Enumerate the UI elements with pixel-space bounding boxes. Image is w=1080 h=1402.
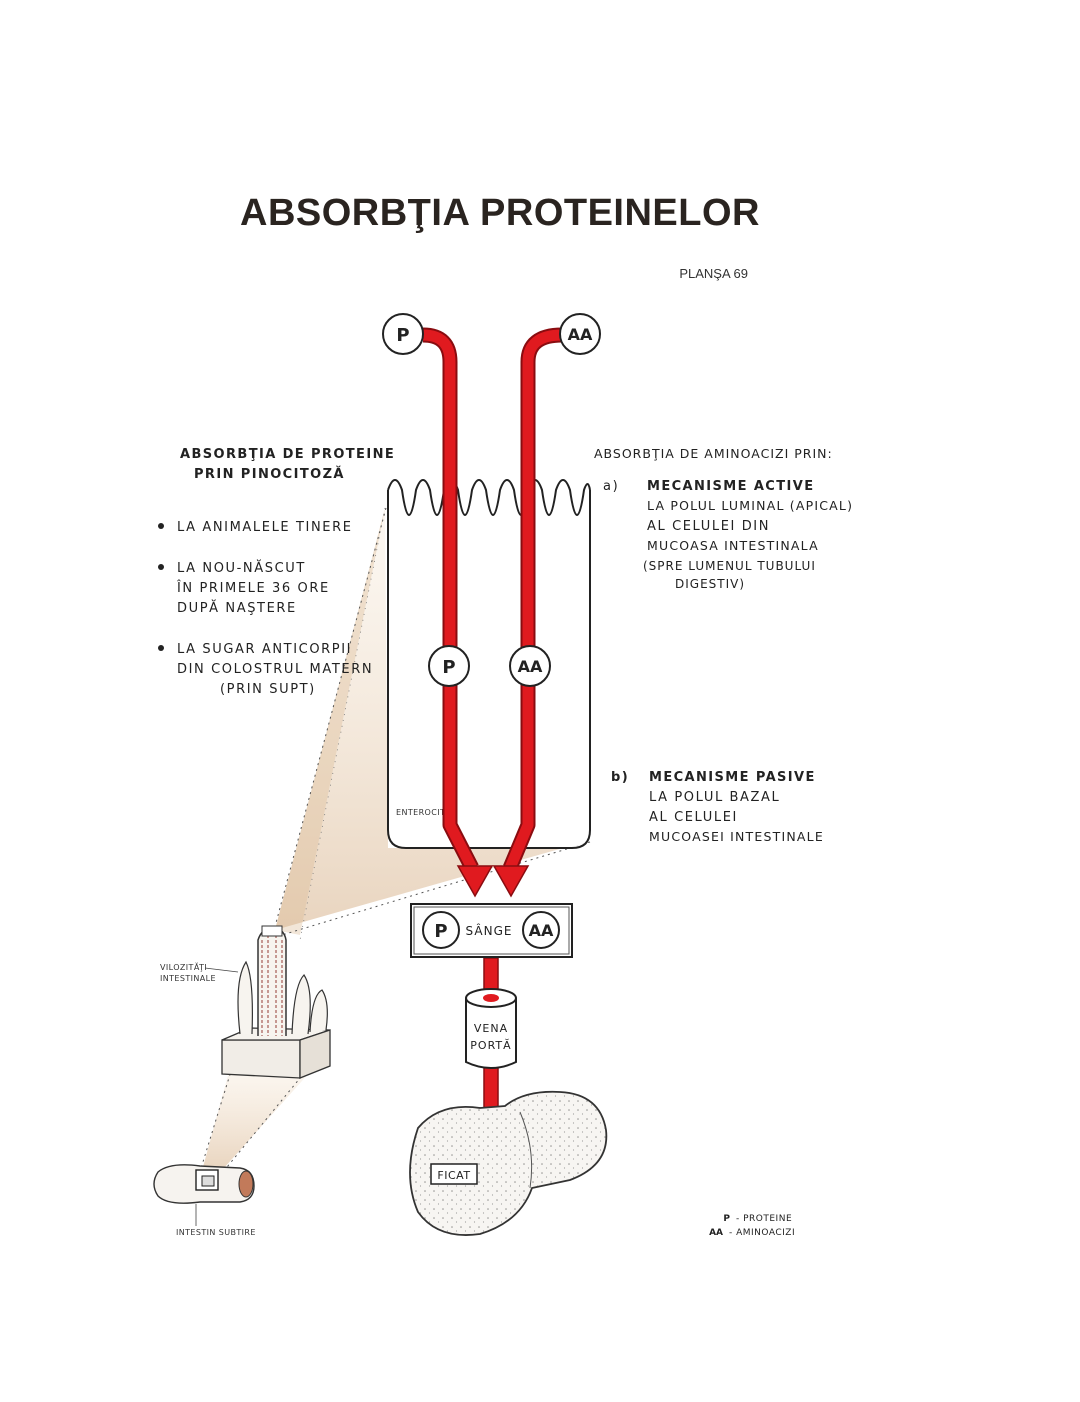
mechanism-b-line3: MUCOASEI INTESTINALE	[649, 829, 824, 844]
protein-marker-top: P	[382, 313, 424, 355]
vena-label-1: VENA	[474, 1022, 508, 1035]
aminoacid-flow-path	[492, 327, 563, 898]
mechanism-b-line1: LA POLUL BAZAL	[649, 790, 780, 805]
sange-label: SÂNGE	[466, 923, 513, 938]
legend-text-p: - PROTEINE	[736, 1214, 792, 1224]
ficat-label: FICAT	[437, 1169, 470, 1182]
mechanism-a-line4: (SPRE LUMENUL TUBULUI	[643, 559, 816, 573]
left-heading-line1: ABSORBŢIA DE PROTEINE	[180, 447, 395, 462]
protein-marker-mid-label: P	[442, 657, 455, 678]
aminoacid-arrow-head	[492, 865, 530, 898]
bullet-3-line2: DIN COLOSTRUL MATERN	[177, 662, 373, 677]
mechanism-b-marker: b)	[611, 770, 629, 785]
mechanism-a-marker: a)	[603, 479, 619, 494]
mechanism-a-line3: MUCOASA INTESTINALA	[647, 538, 819, 553]
vilozitati-label-1: VILOZITĂŢI	[160, 961, 207, 972]
bullet-1-line1: LA ANIMALELE TINERE	[177, 520, 353, 535]
bullet-dot	[158, 645, 164, 651]
mechanism-a-title: MECANISME ACTIVE	[647, 479, 815, 494]
portal-vein: VENA PORTĂ	[465, 988, 517, 1069]
bullet-dot	[158, 523, 164, 529]
microvilli-border	[387, 479, 591, 516]
mechanism-b-line2: AL CELULEI	[649, 810, 738, 825]
protein-arrow-head	[456, 865, 494, 898]
magnification-cone-upper	[271, 507, 591, 941]
bullet-3-line1: LA SUGAR ANTICORPII	[177, 642, 352, 657]
bullet-dot	[158, 564, 164, 570]
aminoacid-marker-label: AA	[568, 325, 593, 344]
small-intestine-illustration: INTESTIN SUBTIRE	[153, 1164, 256, 1237]
vilozitati-label-2: INTESTINALE	[160, 974, 216, 983]
bullet-3-line3: (PRIN SUPT)	[220, 682, 316, 697]
magnification-cone-lower	[197, 1067, 310, 1179]
legend: P - PROTEINE AA - AMINOACIZI	[709, 1214, 795, 1238]
legend-text-aa: - AMINOACIZI	[729, 1228, 795, 1238]
enterocyte-cell: ENTEROCIT	[387, 479, 591, 849]
legend-key-aa: AA	[709, 1228, 723, 1238]
right-heading: ABSORBŢIA DE AMINOACIZI PRIN:	[594, 446, 833, 461]
page-title: ABSORBŢIA PROTEINELOR	[240, 192, 760, 234]
intestin-label: INTESTIN SUBTIRE	[176, 1228, 256, 1237]
blood-aminoacid-label: AA	[529, 921, 554, 940]
protein-marker-label: P	[396, 325, 409, 346]
mechanism-a-line1: LA POLUL LUMINAL (APICAL)	[647, 498, 853, 513]
enterocit-label: ENTEROCIT	[396, 808, 445, 817]
left-heading-line2: PRIN PINOCITOZĂ	[194, 466, 345, 482]
aminoacid-marker-top: AA	[559, 313, 601, 355]
aminoacid-marker-mid-label: AA	[518, 657, 543, 676]
bullet-2-line1: LA NOU-NĂSCUT	[177, 560, 306, 576]
left-text-block: ABSORBŢIA DE PROTEINE PRIN PINOCITOZĂ LA…	[158, 447, 395, 697]
vena-label-2: PORTĂ	[470, 1039, 511, 1052]
bullet-2-line3: DUPĂ NAŞTERE	[177, 600, 297, 616]
blood-box: P SÂNGE AA	[410, 903, 573, 958]
liver-illustration: FICAT	[409, 1090, 608, 1236]
protein-marker-mid: P	[428, 645, 470, 687]
legend-key-p: P	[723, 1214, 730, 1224]
protein-flow-path	[422, 327, 494, 898]
mechanism-a-line5: DIGESTIV)	[675, 577, 745, 591]
aminoacid-marker-mid: AA	[509, 645, 551, 687]
mechanism-a-line2: AL CELULEI DIN	[647, 519, 770, 534]
villi-illustration: VILOZITĂŢI INTESTINALE	[160, 925, 331, 1079]
plate-number: PLANŞA 69	[679, 266, 748, 281]
right-text-block: ABSORBŢIA DE AMINOACIZI PRIN: a) MECANIS…	[594, 446, 853, 844]
bullet-2-line2: ÎN PRIMELE 36 ORE	[176, 580, 330, 596]
blood-protein-label: P	[434, 921, 447, 942]
mechanism-b-title: MECANISME PASIVE	[649, 770, 816, 785]
